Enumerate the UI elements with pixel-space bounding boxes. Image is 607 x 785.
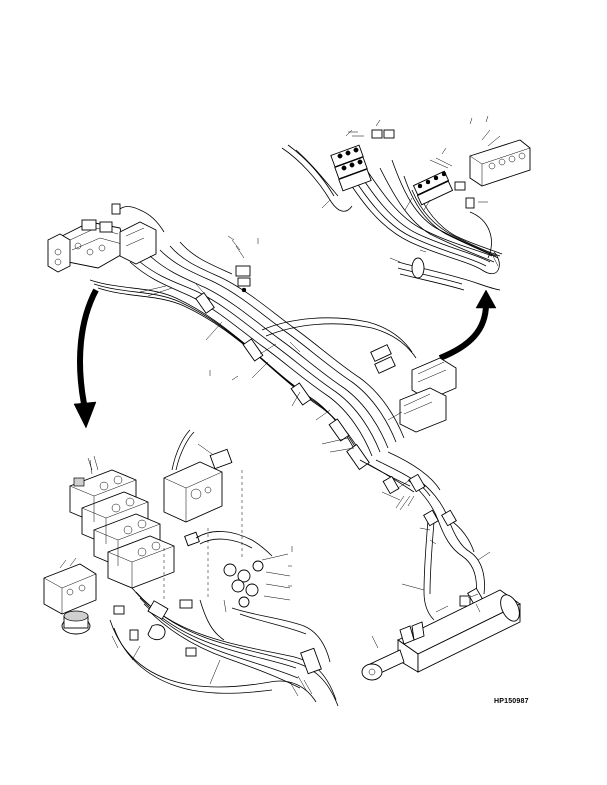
detail-arrow-left [73, 288, 99, 429]
detail-arrow-upper-right [438, 289, 497, 361]
lower-right-cylinder-assembly [361, 473, 521, 681]
lower-left-detail-view [43, 429, 339, 707]
main-hose-route [47, 203, 457, 511]
reference-tick-marks [209, 117, 473, 587]
hydraulic-cylinder [361, 589, 521, 681]
top-right-detail-view [281, 115, 531, 291]
figure-reference-code: HP150987 [494, 698, 529, 705]
